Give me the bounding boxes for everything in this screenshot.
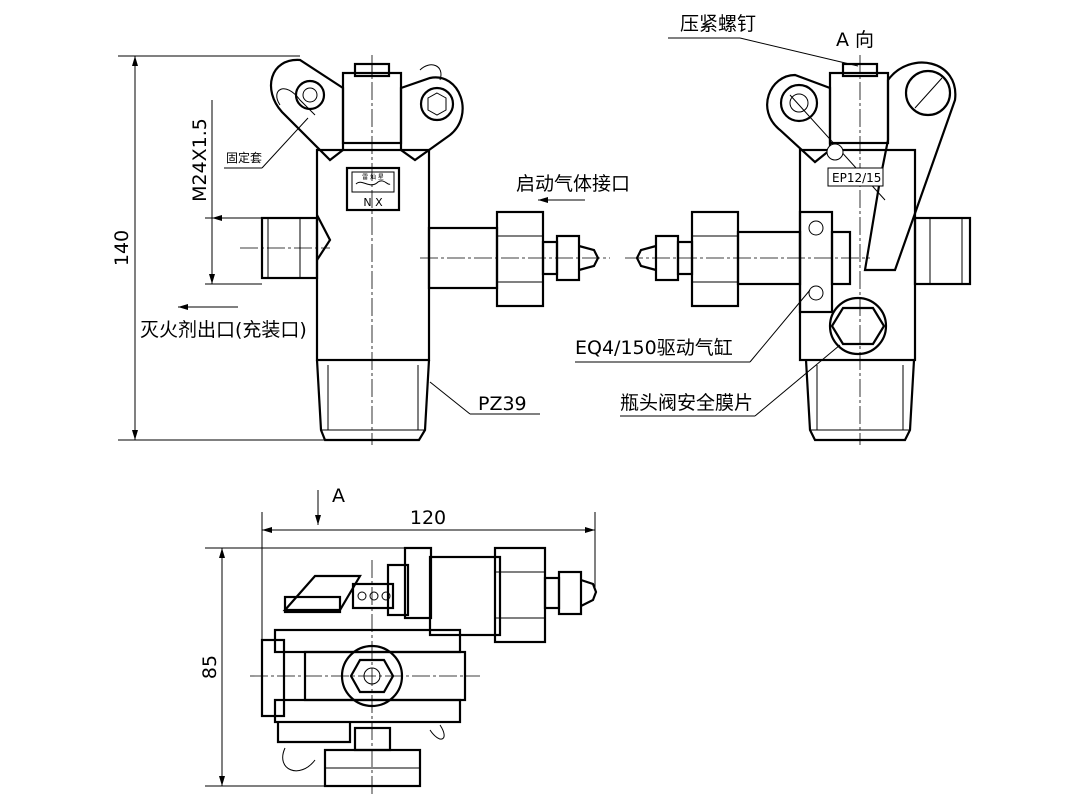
label-agent-outlet: 灭火剂出口(充装口): [140, 319, 307, 341]
nameplate-mark: N X: [363, 196, 383, 209]
label-drive-cylinder: EQ4/150驱动气缸: [575, 337, 733, 359]
label-view-a: A: [332, 485, 345, 507]
dim-120: 120: [410, 507, 446, 529]
label-pz39: PZ39: [478, 393, 527, 415]
nameplate-brand: 雷 灿 星: [362, 173, 384, 181]
label-fixing-sleeve: 固定套: [226, 150, 262, 165]
label-start-gas-port: 启动气体接口: [516, 173, 630, 195]
thread-spec: M24X1.5: [189, 118, 211, 202]
label-ep: EP12/15: [832, 171, 881, 185]
valve-body: [315, 148, 431, 362]
side-view: EP12/15 压紧螺钉 A 向 EQ4/150驱动气缸 瓶头阀安全膜片: [575, 13, 972, 445]
label-safety-membrane: 瓶头阀安全膜片: [620, 392, 753, 414]
label-clamp-screw: 压紧螺钉: [680, 13, 756, 35]
dim-85: 85: [199, 655, 221, 679]
outlet-port: [260, 216, 319, 280]
label-view-a-direction: A 向: [836, 29, 874, 51]
dim-140: 140: [111, 230, 133, 266]
front-view: 雷 灿 星 N X 140 M24X1.5 固定套 灭火剂出口(充装口) 启动气…: [111, 55, 630, 445]
top-view: A 120 85: [199, 485, 598, 795]
nameplate: [345, 166, 401, 212]
